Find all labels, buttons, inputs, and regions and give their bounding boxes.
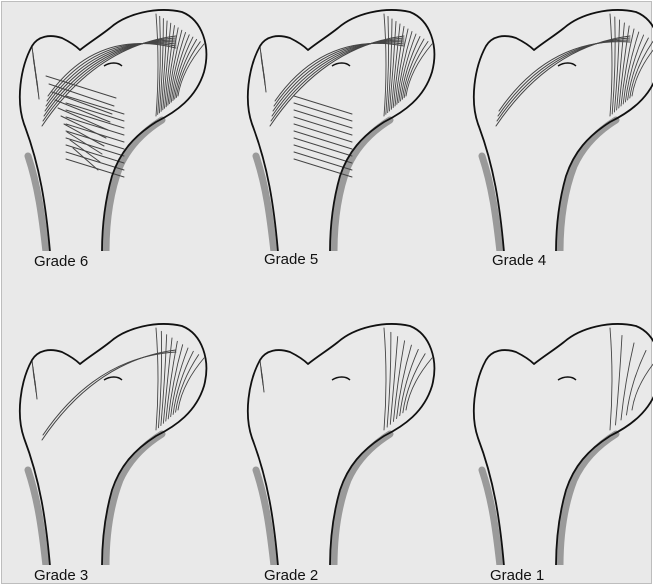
compressive-fan-stroke-line <box>156 14 158 116</box>
neck-notch <box>558 377 576 380</box>
tensile-arc-stroke-line <box>273 42 404 111</box>
femur-diagram-grade-4 <box>460 6 653 251</box>
secondary-compressive-strokes <box>46 76 116 170</box>
ward-triangle-stroke-line <box>294 110 352 128</box>
trochanter-strokes <box>260 360 264 392</box>
compressive-fan-stroke-line <box>616 336 623 426</box>
tensile-arc-stroke-line <box>498 40 630 116</box>
compressive-fan-stroke-line <box>387 332 391 427</box>
trochanter-strokes <box>32 46 39 99</box>
femur-outline <box>248 324 435 565</box>
ward-triangle-stroke-line <box>294 138 352 156</box>
lateral-cortex <box>256 156 274 251</box>
ward-triangle-stroke-line <box>66 96 124 114</box>
femur-diagram-grade-1 <box>460 320 653 565</box>
femur-drawing <box>474 324 653 565</box>
ward-triangle-stroke-line <box>294 124 352 142</box>
grade-label-2: Grade 2 <box>264 567 318 584</box>
compressive-fan-strokes <box>384 14 432 116</box>
compressive-fan-stroke-line <box>390 337 397 425</box>
neck-notch <box>332 63 350 66</box>
grade-label-6: Grade 6 <box>34 253 88 270</box>
tensile-arc-stroke-line <box>43 352 176 435</box>
femur-diagram-grade-3 <box>6 320 216 565</box>
compressive-fan-stroke-line <box>612 17 615 114</box>
ward-triangle-stroke-line <box>294 117 352 135</box>
ward-triangle-stroke-line <box>66 145 124 163</box>
ward-triangle-stroke-line <box>66 110 124 128</box>
compressive-fan-stroke-line <box>156 328 158 430</box>
tensile-arc-stroke-line <box>47 43 176 101</box>
compressive-fan-stroke-line <box>384 328 386 430</box>
trochanter-strokes <box>32 360 37 399</box>
neck-notch <box>104 377 122 380</box>
ward-triangle-stroke-line <box>294 96 352 114</box>
femur-outline <box>248 10 435 251</box>
femur-diagram-grade-2 <box>234 320 444 565</box>
compressive-fan-stroke-line <box>610 14 612 116</box>
grade-label-5: Grade 5 <box>264 251 318 268</box>
ward-triangle-stroke-line <box>294 131 352 149</box>
lateral-cortex <box>482 470 500 565</box>
femur-diagram-grade-5 <box>234 6 444 251</box>
lateral-cortex <box>28 156 46 251</box>
neck-notch <box>104 63 122 66</box>
compressive-fan-strokes <box>156 14 204 116</box>
compressive-fan-stroke-line <box>393 341 404 422</box>
ward-triangle-strokes <box>294 96 352 177</box>
compressive-fan-stroke-line <box>627 351 647 416</box>
compressive-fan-stroke-line <box>610 328 612 430</box>
neck-notch <box>558 63 576 66</box>
grade-label-3: Grade 3 <box>34 567 88 584</box>
ward-triangle-stroke-line <box>66 131 124 149</box>
compressive-fan-strokes <box>610 14 653 116</box>
compressive-fan-stroke-line <box>158 331 161 427</box>
compressive-fan-stroke-line <box>384 14 386 116</box>
ward-triangle-stroke-line <box>294 145 352 163</box>
femur-drawing <box>474 10 653 251</box>
compressive-fan-strokes <box>156 328 204 430</box>
femur-drawing <box>20 10 207 251</box>
compressive-fan-strokes <box>610 328 653 430</box>
trochanter-strokes <box>260 46 266 92</box>
lateral-cortex <box>482 156 500 251</box>
femur-outline <box>20 10 207 251</box>
femur-diagram-grade-6 <box>6 6 216 251</box>
ward-triangle-stroke-line <box>66 103 124 121</box>
neck-notch <box>332 377 350 380</box>
femur-drawing <box>20 324 207 565</box>
tensile-arc-stroke-line <box>497 38 630 121</box>
ward-triangle-stroke-line <box>294 103 352 121</box>
femur-drawing <box>248 10 435 251</box>
tensile-arc-stroke-line <box>499 42 630 111</box>
femur-drawing <box>248 324 435 565</box>
lateral-cortex <box>28 470 46 565</box>
grade-label-4: Grade 4 <box>492 252 546 269</box>
grade-label-1: Grade 1 <box>490 567 544 584</box>
lateral-cortex <box>256 470 274 565</box>
tensile-arc-stroke-line <box>275 43 404 101</box>
compressive-fan-strokes <box>384 328 432 430</box>
